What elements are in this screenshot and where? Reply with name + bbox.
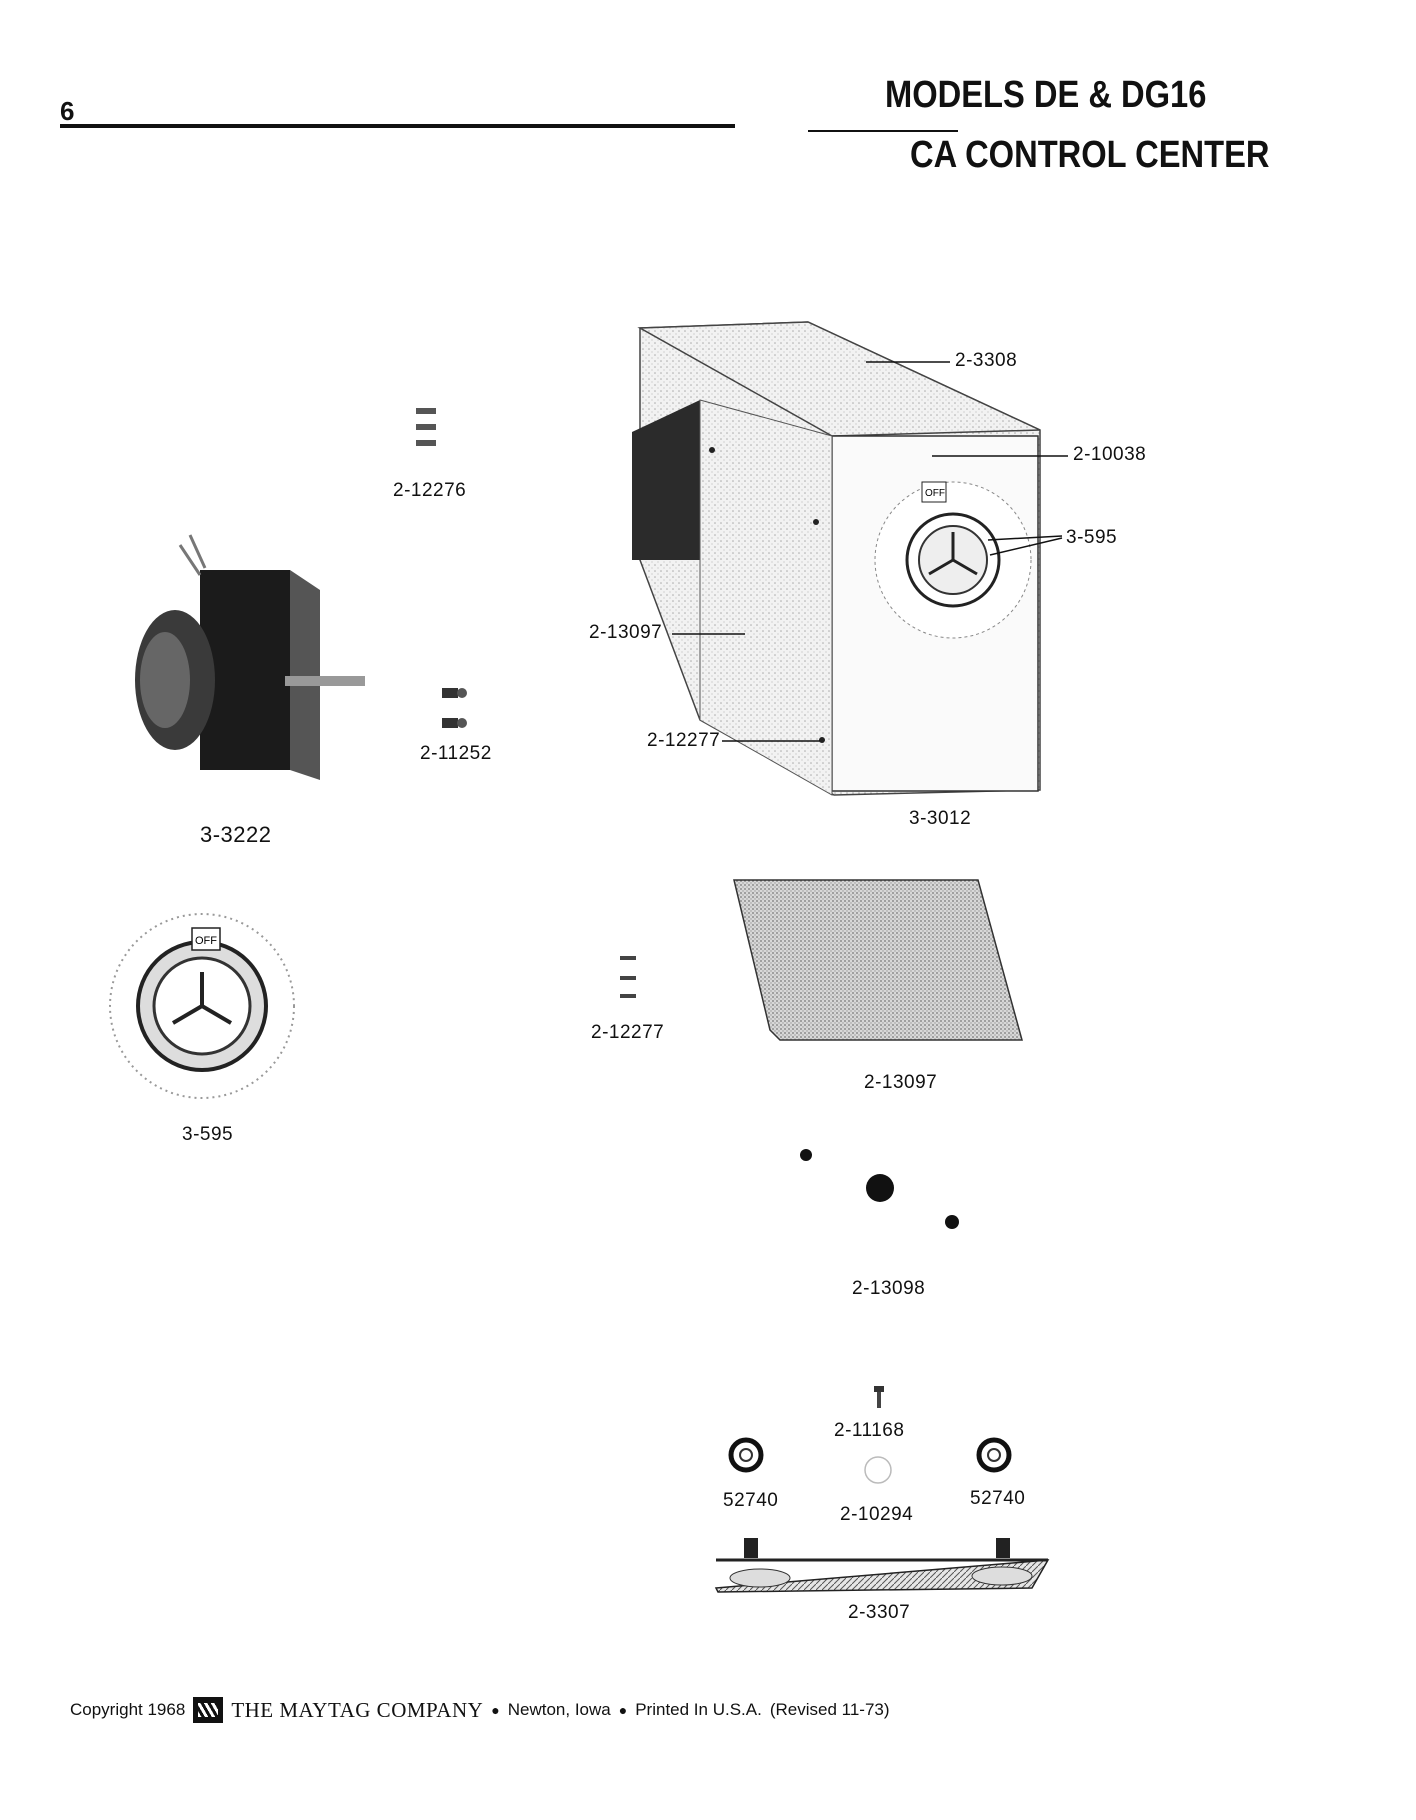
header-rule-left — [60, 124, 735, 128]
footer-copyright: Copyright 1968 — [70, 1700, 186, 1719]
control-center-box: OFF — [632, 321, 1041, 796]
callout-line-595a — [987, 535, 1063, 541]
screw-11168 — [874, 1386, 884, 1408]
screw-set-12277 — [620, 956, 636, 998]
bracket-3307 — [714, 1538, 1050, 1593]
nut-52740-left — [728, 1437, 764, 1473]
footer-company: THE MAYTAG COMPANY — [231, 1697, 484, 1722]
nut-52740-right — [976, 1437, 1012, 1473]
part-label-10294: 2-10294 — [840, 1504, 914, 1525]
part-label-3222: 3-3222 — [200, 822, 272, 847]
part-label-3308: 2-3308 — [955, 350, 1018, 371]
panel-13097 — [733, 879, 1023, 1041]
knob-595: OFF — [109, 913, 295, 1099]
part-label-10038: 2-10038 — [1073, 444, 1147, 465]
part-label-52740-left: 52740 — [723, 1490, 779, 1511]
footer-printed: Printed In U.S.A. — [635, 1700, 762, 1719]
svg-text:OFF: OFF — [195, 935, 217, 947]
bullet-icon: ● — [491, 1702, 500, 1718]
page-title-section: CA CONTROL CENTER — [910, 134, 1270, 176]
bullet-icon: ● — [618, 1702, 628, 1718]
part-label-3307: 2-3307 — [848, 1602, 911, 1623]
washer-10294 — [864, 1456, 892, 1484]
footer-revised: (Revised 11-73) — [769, 1700, 890, 1719]
part-label-13097: 2-13097 — [864, 1072, 938, 1093]
part-label-12276: 2-12276 — [393, 480, 467, 501]
part-label-12277: 2-12277 — [591, 1022, 665, 1043]
part-label-595-callout: 3-595 — [1066, 527, 1118, 548]
screw-set-11252 — [442, 688, 467, 728]
callout-line-595b — [989, 537, 1063, 556]
screw-set-12276 — [416, 408, 436, 446]
maytag-logo-icon — [193, 1697, 224, 1723]
header-rule-right — [808, 130, 958, 132]
part-label-11168: 2-11168 — [834, 1420, 905, 1441]
part-label-595: 3-595 — [182, 1124, 234, 1145]
page-number: 6 — [60, 96, 75, 126]
part-label-3012: 3-3012 — [909, 808, 972, 829]
switch-3222 — [135, 534, 365, 780]
part-label-11252: 2-11252 — [420, 743, 492, 764]
part-label-12277-callout: 2-12277 — [647, 730, 721, 751]
dots-13098 — [800, 1149, 959, 1229]
part-label-13098: 2-13098 — [852, 1278, 926, 1299]
footer-location: Newton, Iowa — [507, 1700, 611, 1719]
part-label-13097-callout: 2-13097 — [589, 622, 663, 643]
footer: Copyright 1968 THE MAYTAG COMPANY ● Newt… — [70, 1697, 890, 1723]
part-label-52740-right: 52740 — [970, 1488, 1026, 1509]
svg-text:OFF: OFF — [925, 488, 945, 499]
page-title-models: MODELS DE & DG16 — [885, 74, 1207, 116]
